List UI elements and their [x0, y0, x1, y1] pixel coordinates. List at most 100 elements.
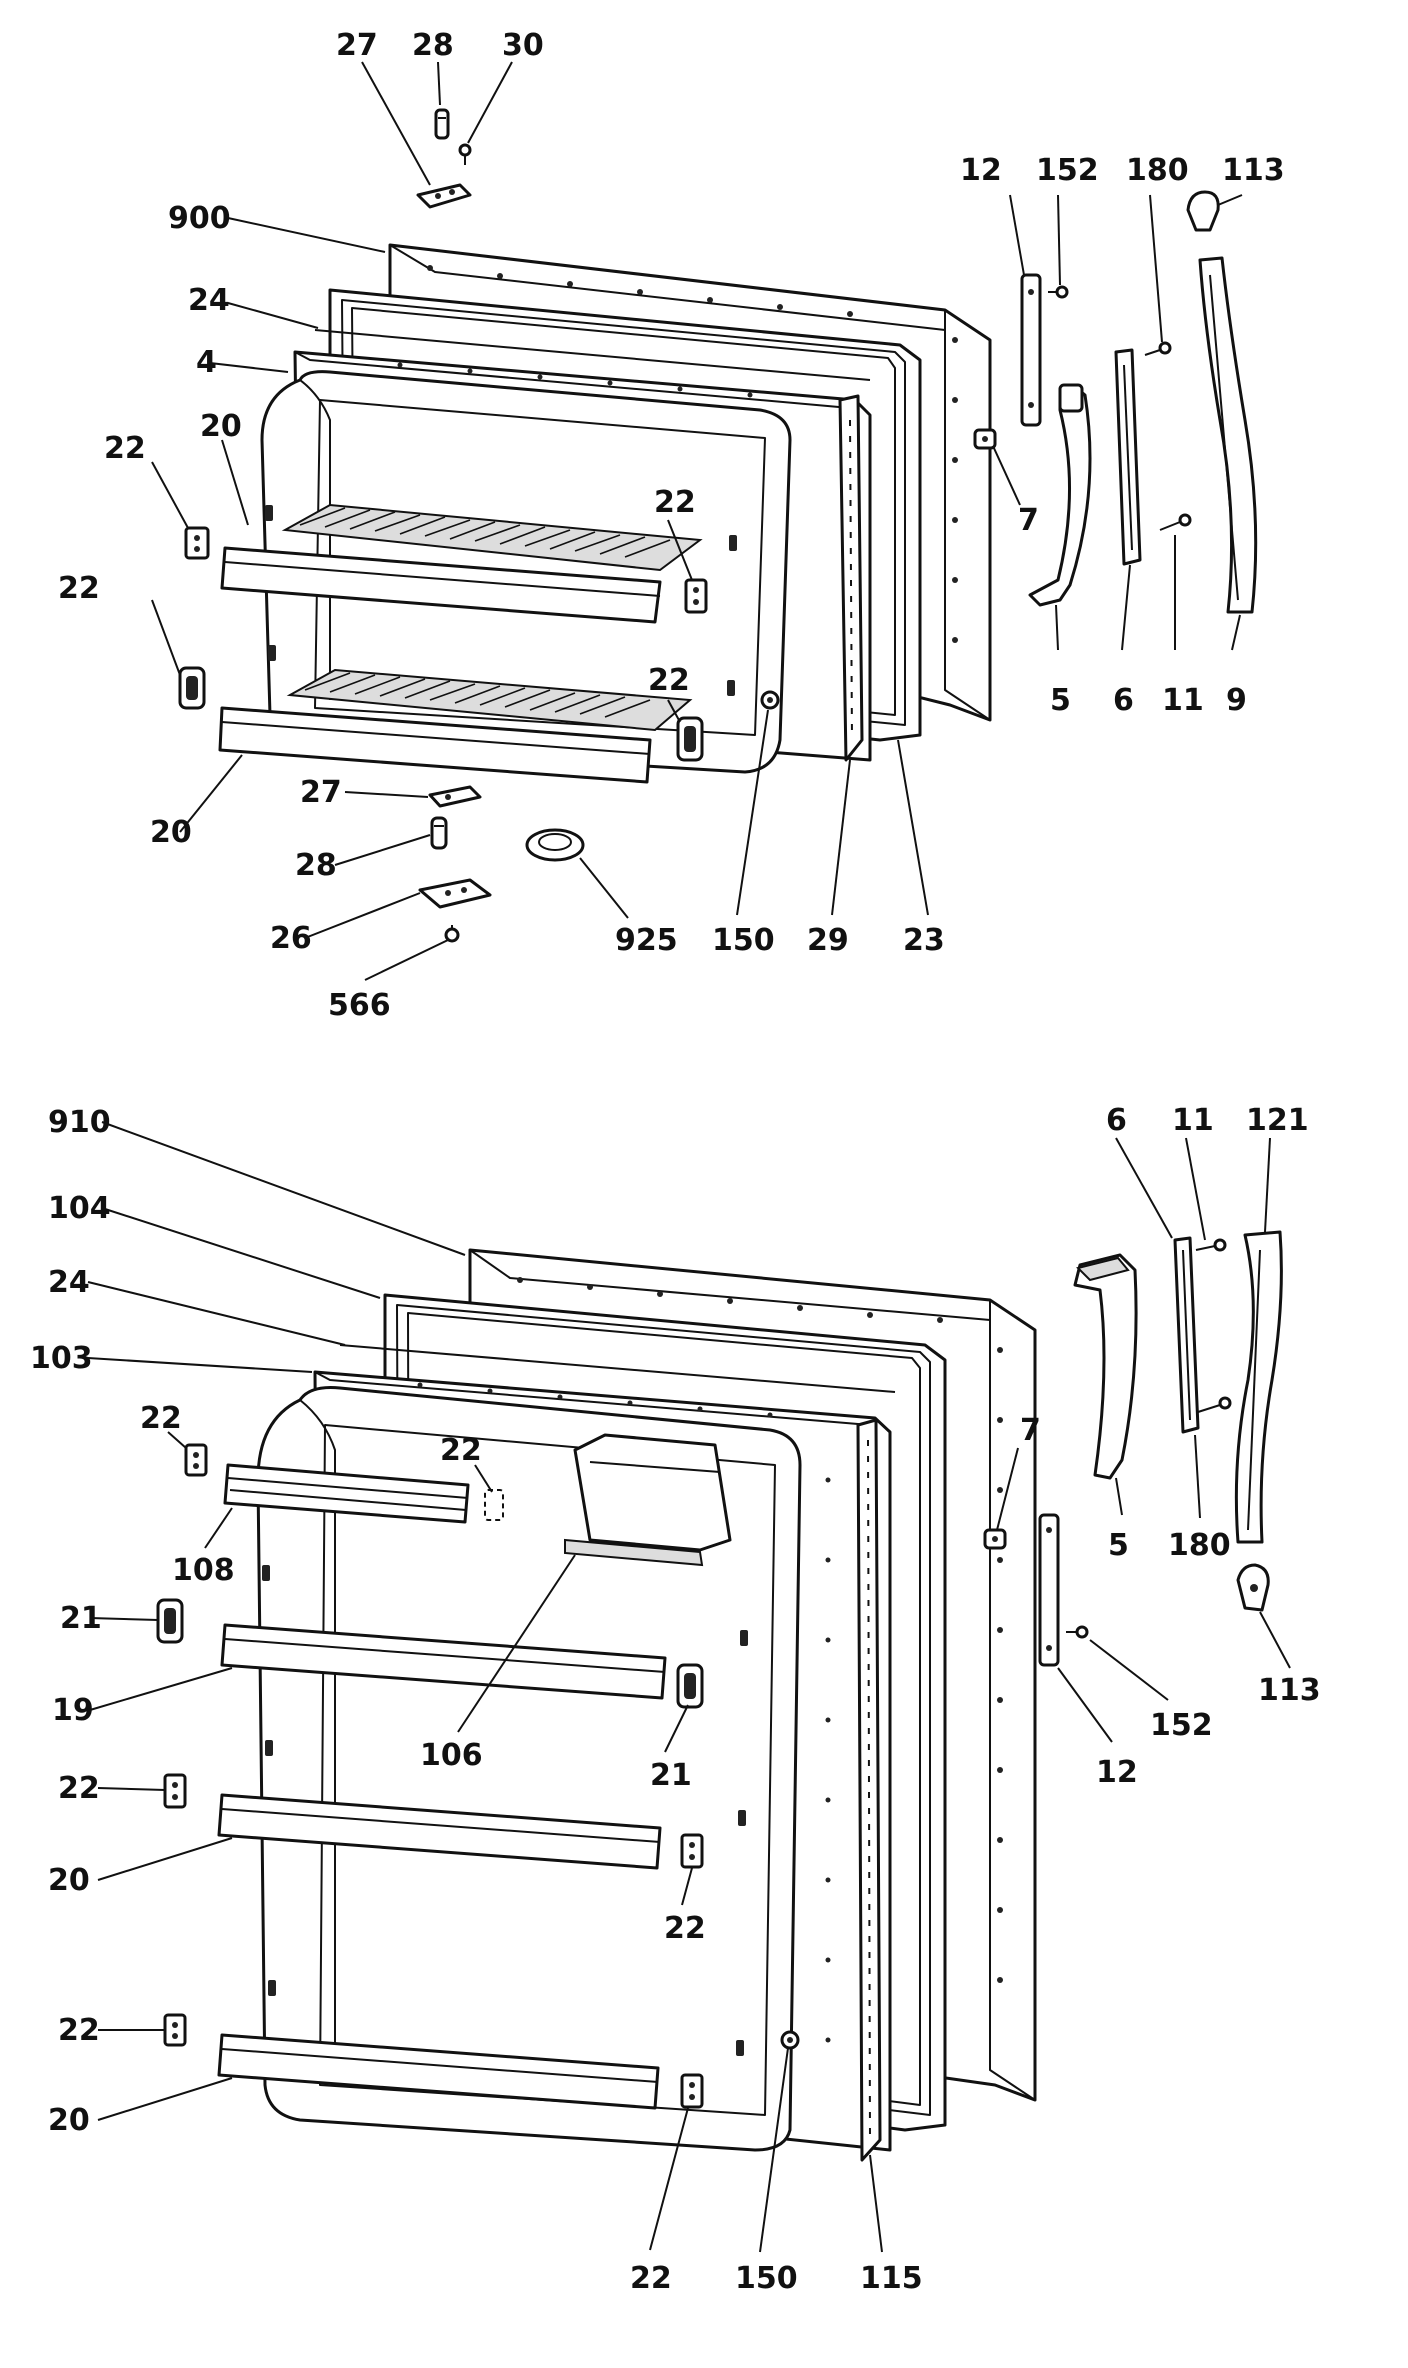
shelf-clip-22-left-lower [178, 666, 206, 710]
screw-566 [444, 925, 460, 943]
shelf-clip-22-left-3 [163, 2013, 187, 2047]
label-22: 22 [654, 485, 696, 520]
handle-cover-121 [1234, 1230, 1283, 1544]
label-925: 925 [615, 923, 678, 958]
label-12: 12 [1096, 1755, 1138, 1790]
handle-5-bottom [1073, 1253, 1138, 1480]
label-12: 12 [960, 153, 1002, 188]
label-103: 103 [30, 1341, 93, 1376]
label-24: 24 [188, 283, 230, 318]
label-9: 9 [1226, 683, 1247, 718]
handle-mount-12-bottom [1038, 1513, 1060, 1667]
label-27: 27 [300, 775, 342, 810]
shelf-clip-22-left-1 [184, 1443, 208, 1477]
label-22: 22 [58, 571, 100, 606]
label-4: 4 [196, 345, 217, 380]
label-27: 27 [336, 28, 378, 63]
label-22: 22 [104, 431, 146, 466]
label-180: 180 [1168, 1528, 1231, 1563]
screw-11-bottom [1195, 1238, 1227, 1252]
freezer-door-assembly: 27 28 30 900 24 4 22 20 22 22 22 20 27 2… [58, 28, 1285, 1023]
label-106: 106 [420, 1738, 483, 1773]
label-113: 113 [1222, 153, 1285, 188]
label-6: 6 [1113, 683, 1134, 718]
handle-cover-9 [1198, 256, 1258, 614]
label-180: 180 [1126, 153, 1189, 188]
hinge-pin-28-bottom [430, 816, 448, 850]
label-22: 22 [648, 663, 690, 698]
label-121: 121 [1246, 1103, 1309, 1138]
part-labels-top: 27 28 30 900 24 4 22 20 22 22 22 20 27 2… [58, 28, 1285, 1023]
label-22: 22 [440, 1433, 482, 1468]
label-6: 6 [1106, 1103, 1127, 1138]
handle-mount-12-top [1020, 273, 1042, 427]
handle-trim-6-bottom [1173, 1236, 1200, 1434]
upper-shelf-20 [220, 503, 703, 624]
hinge-27-top [416, 183, 472, 209]
label-19: 19 [52, 1693, 94, 1728]
label-21: 21 [650, 1758, 692, 1793]
screw-180-top [1144, 341, 1172, 356]
label-152: 152 [1036, 153, 1099, 188]
label-152: 152 [1150, 1708, 1213, 1743]
hinge-27-bottom [428, 785, 482, 808]
label-22: 22 [664, 1911, 706, 1946]
shelf-bar-20-bottom [217, 2033, 660, 2110]
label-28: 28 [295, 848, 337, 883]
label-7: 7 [1020, 1413, 1041, 1448]
shelf-clip-22-right-upper [684, 578, 708, 614]
screw-150-bottom [780, 2030, 800, 2050]
label-22: 22 [58, 2013, 100, 2048]
clip-7-bottom [983, 1528, 1007, 1550]
door-bin-clip-21-left [156, 1598, 184, 1644]
hinge-pin-28-top [434, 108, 450, 140]
label-7: 7 [1018, 503, 1039, 538]
label-900: 900 [168, 201, 231, 236]
label-24: 24 [48, 1265, 90, 1300]
shelf-bar-19 [220, 1623, 667, 1700]
breaker-strip-115 [856, 1418, 882, 2162]
label-23: 23 [903, 923, 945, 958]
label-26: 26 [270, 921, 312, 956]
shelf-clip-22-left-2 [163, 1773, 187, 1809]
plug-925 [525, 828, 585, 862]
label-910: 910 [48, 1105, 111, 1140]
label-20: 20 [48, 2103, 90, 2138]
label-113: 113 [1258, 1673, 1321, 1708]
handle-5-top [1028, 383, 1092, 607]
door-bin-clip-21-right [676, 1663, 704, 1709]
label-150: 150 [712, 923, 775, 958]
part-labels-bottom: 910 104 24 103 22 22 108 21 19 106 21 22… [30, 1103, 1321, 2296]
butter-compartment-106 [564, 1433, 732, 1567]
fresh-food-door-assembly: 910 104 24 103 22 22 108 21 19 106 21 22… [30, 1103, 1321, 2296]
label-30: 30 [502, 28, 544, 63]
label-108: 108 [172, 1553, 235, 1588]
label-29: 29 [807, 923, 849, 958]
hinge-plate-26 [418, 878, 492, 909]
screw-150-top [760, 690, 780, 710]
label-20: 20 [200, 409, 242, 444]
lower-shelf-20 [218, 668, 693, 784]
shelf-clip-22-mid-top [484, 1489, 504, 1521]
label-20: 20 [150, 815, 192, 850]
label-21: 21 [60, 1601, 102, 1636]
label-566: 566 [328, 988, 391, 1023]
shelf-clip-22-left-upper [184, 526, 210, 560]
screw-180-bottom [1197, 1396, 1232, 1413]
end-cap-113-bottom [1236, 1563, 1270, 1612]
breaker-strip-29 [838, 394, 864, 762]
label-11: 11 [1162, 683, 1204, 718]
screw-152-bottom [1066, 1625, 1089, 1639]
label-115: 115 [860, 2261, 923, 2296]
label-20: 20 [48, 1863, 90, 1898]
shelf-clip-22-right-mid [680, 1833, 704, 1869]
leader-lines-bottom [87, 1121, 1291, 2253]
label-5: 5 [1050, 683, 1071, 718]
label-28: 28 [412, 28, 454, 63]
clip-7-top [973, 428, 997, 450]
label-104: 104 [48, 1191, 111, 1226]
shelf-bar-108 [223, 1463, 470, 1524]
label-22: 22 [58, 1771, 100, 1806]
inner-liner-tub-bottom [256, 1386, 802, 2152]
